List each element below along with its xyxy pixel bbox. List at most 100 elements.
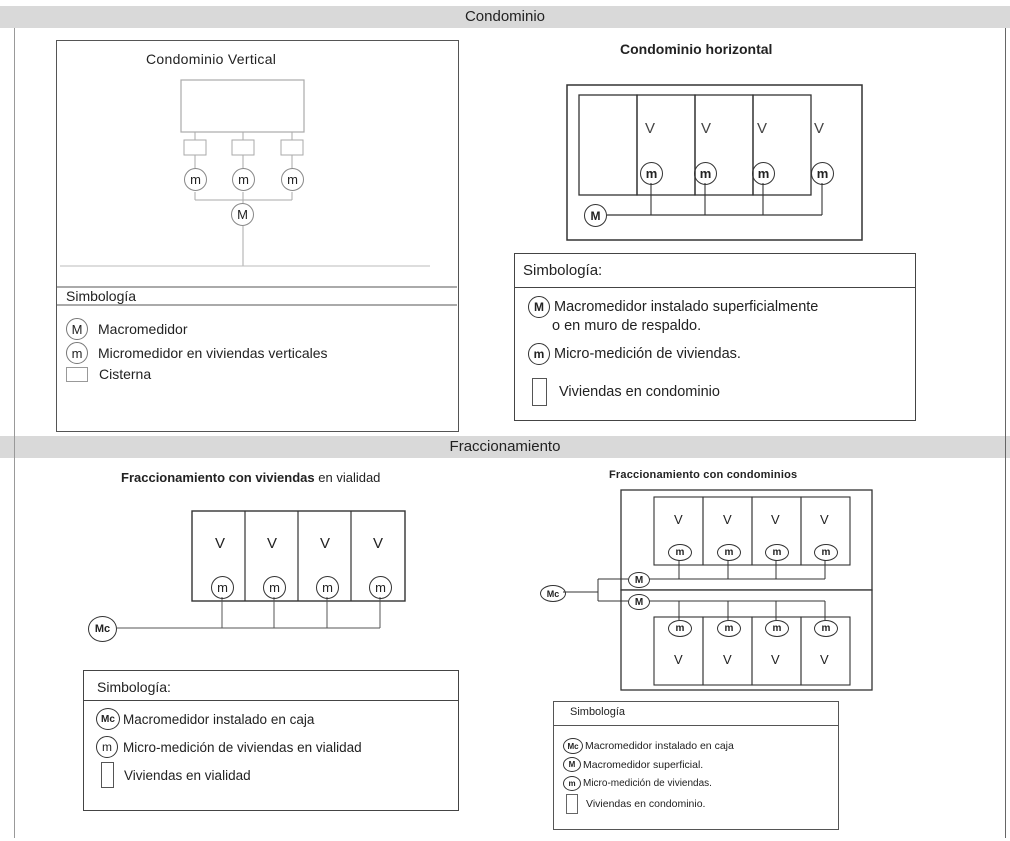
vialidad-legend-divider bbox=[84, 700, 458, 701]
horizontal-panel bbox=[566, 84, 863, 241]
frame-right-edge bbox=[1005, 28, 1006, 838]
condominios-legend-box-meter: Mc Macromedidor instalado en caja bbox=[563, 738, 734, 754]
vialidad-title: Fraccionamiento con viviendas en vialida… bbox=[121, 470, 380, 485]
lower-micro-meter: m bbox=[814, 620, 838, 637]
macro-meter-symbol: M bbox=[563, 757, 581, 772]
vialidad-legend-micro: m Micro-medición de viviendas en vialida… bbox=[96, 736, 362, 758]
condominios-legend-macro: M Macromedidor superficial. bbox=[563, 757, 703, 772]
vertical-macro-meter: M bbox=[231, 203, 254, 226]
lower-micro-meter: m bbox=[717, 620, 741, 637]
vialidad-box-meter: Mc bbox=[88, 616, 117, 642]
upper-micro-meter: m bbox=[814, 544, 838, 561]
legend-label: Micro-medición de viviendas. bbox=[554, 346, 741, 362]
house-label: V bbox=[820, 512, 829, 527]
box-meter-symbol: Mc bbox=[563, 738, 583, 754]
horizontal-micro-meter: m bbox=[640, 162, 663, 185]
horizontal-legend-micro: m Micro-medición de viviendas. bbox=[528, 343, 741, 365]
upper-micro-meter: m bbox=[717, 544, 741, 561]
house-label: V bbox=[814, 120, 825, 137]
condominios-legend-divider bbox=[554, 725, 838, 726]
legend-label: Macromedidor instalado en caja bbox=[123, 711, 315, 727]
house-label: V bbox=[723, 652, 732, 667]
horizontal-micro-meter: m bbox=[752, 162, 775, 185]
cistern-symbol bbox=[66, 366, 88, 382]
house-label: V bbox=[373, 535, 384, 552]
condominios-legend-box bbox=[553, 701, 839, 830]
house-label: V bbox=[267, 535, 278, 552]
house-label: V bbox=[701, 120, 712, 137]
vertical-legend-title: Simbología bbox=[66, 288, 137, 304]
house-label: V bbox=[820, 652, 829, 667]
house-label: V bbox=[674, 652, 683, 667]
vialidad-micro-meter: m bbox=[211, 576, 234, 599]
vialidad-legend-box-meter: Mc Macromedidor instalado en caja bbox=[96, 708, 314, 730]
condominios-legend-house: Viviendas en condominio. bbox=[566, 794, 705, 814]
house-symbol bbox=[566, 794, 578, 814]
legend-label: Viviendas en vialidad bbox=[124, 767, 251, 783]
vertical-title: Condominio Vertical bbox=[146, 51, 277, 67]
condominio-lower-panel bbox=[620, 589, 873, 691]
cistern bbox=[280, 139, 304, 156]
house-label: V bbox=[645, 120, 656, 137]
vialidad-legend-box bbox=[83, 670, 459, 811]
lower-micro-meter: m bbox=[668, 620, 692, 637]
house-label: V bbox=[771, 652, 780, 667]
horizontal-title: Condominio horizontal bbox=[620, 41, 773, 57]
section-title-fraccionamiento: Fraccionamiento bbox=[449, 438, 561, 455]
vertical-micro-meter: m bbox=[184, 168, 207, 191]
upper-macro-meter: M bbox=[628, 572, 650, 588]
frame-left-edge bbox=[14, 28, 15, 838]
house-label: V bbox=[723, 512, 732, 527]
vertical-legend-macro: M Macromedidor bbox=[66, 318, 187, 340]
legend-label: Cisterna bbox=[99, 366, 152, 382]
vialidad-micro-meter: m bbox=[263, 576, 286, 599]
vialidad-title-part: Fraccionamiento con bbox=[121, 470, 256, 485]
lower-macro-meter: M bbox=[628, 594, 650, 610]
horizontal-micro-meter: m bbox=[811, 162, 834, 185]
horizontal-house bbox=[752, 94, 812, 196]
horizontal-legend-macro: M Macromedidor instalado superficialment… bbox=[528, 296, 818, 318]
horizontal-legend-divider bbox=[515, 287, 915, 288]
upper-micro-meter: m bbox=[765, 544, 789, 561]
cistern bbox=[231, 139, 255, 156]
house-label: V bbox=[674, 512, 683, 527]
legend-label: Macromedidor instalado en caja bbox=[585, 740, 734, 752]
legend-label: Viviendas en condominio. bbox=[586, 798, 706, 810]
micro-meter-symbol: m bbox=[96, 736, 118, 758]
house-symbol bbox=[532, 378, 547, 406]
condominio-upper-panel bbox=[620, 489, 873, 591]
section-band-fraccionamiento: Fraccionamiento bbox=[0, 436, 1010, 458]
lower-micro-meter: m bbox=[765, 620, 789, 637]
horizontal-macro-meter: M bbox=[584, 204, 607, 227]
condominios-legend-title: Simbología bbox=[570, 706, 626, 718]
vialidad-title-part: viviendas bbox=[255, 470, 315, 485]
micro-meter-symbol: m bbox=[563, 776, 581, 791]
condominios-box-meter: Mc bbox=[540, 585, 566, 602]
legend-label: Viviendas en condominio bbox=[559, 384, 720, 400]
legend-label: Micromedidor en viviendas verticales bbox=[98, 345, 328, 361]
vertical-legend-cistern: Cisterna bbox=[66, 366, 151, 382]
micro-meter-symbol: m bbox=[66, 342, 88, 364]
vialidad-micro-meter: m bbox=[316, 576, 339, 599]
legend-label: Macromedidor instalado superficialmente bbox=[554, 299, 819, 315]
cistern bbox=[183, 139, 207, 156]
house-label: V bbox=[771, 512, 780, 527]
section-band-condominio: Condominio bbox=[0, 6, 1010, 28]
vialidad-legend-house: Viviendas en vialidad bbox=[101, 762, 251, 788]
legend-label: Macromedidor bbox=[98, 321, 188, 337]
legend-label: Micro-medición de viviendas en vialidad bbox=[123, 739, 362, 755]
house-label: V bbox=[757, 120, 768, 137]
legend-label: o en muro de respaldo. bbox=[552, 318, 702, 334]
vertical-micro-meter: m bbox=[232, 168, 255, 191]
section-title-condominio: Condominio bbox=[464, 8, 546, 25]
legend-label: Macromedidor superficial. bbox=[583, 758, 704, 771]
box-meter-symbol: Mc bbox=[96, 708, 120, 730]
vertical-micro-meter: m bbox=[281, 168, 304, 191]
horizontal-legend-box bbox=[514, 253, 916, 421]
house-symbol bbox=[101, 762, 114, 788]
micro-meter-symbol: m bbox=[528, 343, 550, 365]
condominios-title: Fraccionamiento con condominios bbox=[609, 469, 798, 481]
legend-label: Micro-medición de viviendas. bbox=[583, 778, 712, 789]
vertical-panel bbox=[56, 40, 459, 432]
